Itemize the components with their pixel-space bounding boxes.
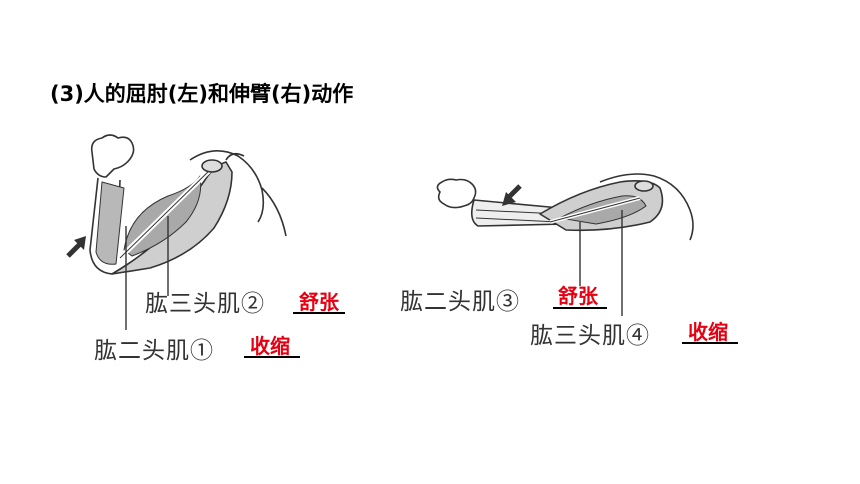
left-humerus-edge <box>119 167 213 259</box>
left-label-biceps: 肱二头肌① <box>94 338 214 364</box>
right-answer-biceps-underline <box>553 307 607 309</box>
left-arrow <box>66 236 86 258</box>
right-label-triceps: 肱三头肌④ <box>530 323 650 349</box>
right-shoulder <box>599 173 694 241</box>
right-answer-triceps: 收缩 <box>688 320 728 344</box>
left-forearm-shade <box>95 181 125 265</box>
right-humerus-edge <box>549 197 641 223</box>
left-fist <box>90 134 135 178</box>
right-arrow <box>502 184 522 206</box>
left-arm-drawing <box>89 134 287 275</box>
page-title: (3)人的屈肘(左)和伸臂(右)动作 <box>50 82 354 106</box>
left-shoulder <box>189 150 265 223</box>
left-label-triceps: 肱三头肌② <box>145 291 265 317</box>
left-answer-biceps-underline <box>244 356 300 358</box>
left-answer-triceps: 舒张 <box>299 290 339 314</box>
left-answer-biceps: 收缩 <box>250 334 290 358</box>
right-answer-triceps-underline <box>682 342 738 344</box>
left-answer-triceps-underline <box>293 312 345 314</box>
right-arm-drawing <box>436 173 694 241</box>
right-shoulder-joint <box>634 180 654 192</box>
right-fist <box>436 178 477 209</box>
left-torso <box>261 187 287 237</box>
left-shoulder-joint <box>201 159 223 173</box>
right-label-biceps: 肱二头肌③ <box>400 289 520 315</box>
right-answer-biceps: 舒张 <box>558 284 598 308</box>
